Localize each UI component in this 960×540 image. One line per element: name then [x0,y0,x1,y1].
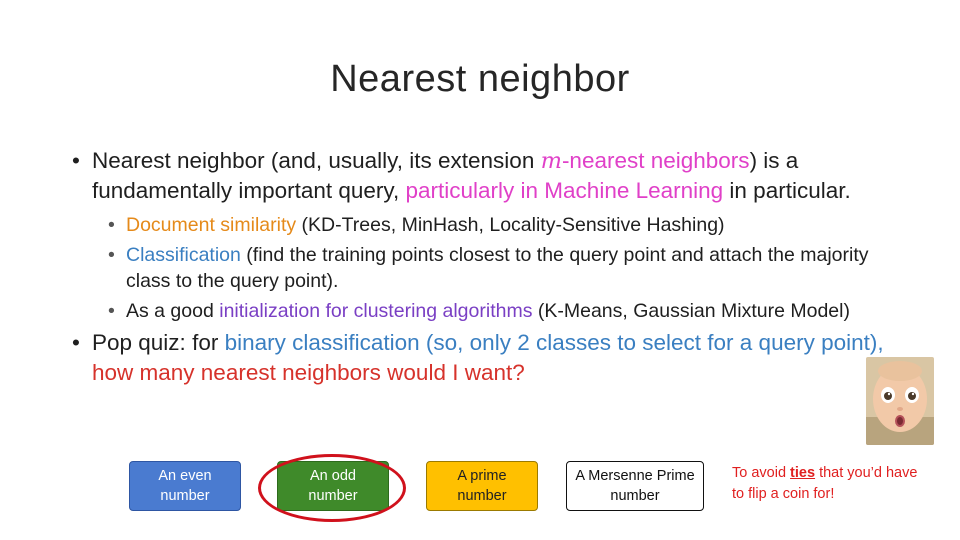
surprised-baby-image [866,357,934,445]
bullet1-ml-highlight: particularly in Machine Learning [405,178,724,203]
note-text-2: that you’d have to flip a coin for! [732,465,918,502]
sub1-highlight: Document similarity [126,214,297,236]
answer-even-number[interactable]: An even number [129,461,241,511]
slide-content: Nearest neighbor (and, usually, its exte… [72,146,892,394]
bullet2-question-highlight: how many nearest neighbors would I want? [92,360,525,385]
correct-answer-circle [258,454,406,522]
bullet1-text-1: Nearest neighbor (and, usually, its exte… [92,148,541,173]
sub-bullet-clustering: As a good initialization for clustering … [108,298,892,324]
surprised-baby-illustration [866,357,934,445]
sub-bullet-document-similarity: Document similarity (KD-Trees, MinHash, … [108,212,892,238]
answer-mersenne-prime[interactable]: A Mersenne Prime number [566,461,704,511]
sub2-highlight: Classification [126,244,241,266]
sub3-rest: (K-Means, Gaussian Mixture Model) [532,300,850,322]
bullet-nearest-neighbor: Nearest neighbor (and, usually, its exte… [72,146,892,206]
sub3-highlight: initialization for clustering algorithms [219,300,533,322]
sub2-rest: (find the training points closest to the… [126,244,869,292]
sub-bullet-classification: Classification (find the training points… [108,242,892,294]
ties-note: To avoid ties that you’d have to flip a … [732,463,932,505]
bullet1-m-variable: m [540,148,562,174]
note-ties: ties [790,465,816,481]
bullet1-text-3: in particular. [723,178,851,203]
bullet-pop-quiz: Pop quiz: for binary classification (so,… [72,328,892,388]
slide-title: Nearest neighbor [330,58,630,100]
sub1-rest: (KD-Trees, MinHash, Locality-Sensitive H… [296,214,725,236]
answer-prime-number[interactable]: A prime number [426,461,538,511]
bullet1-m-nearest: -nearest neighbors [561,148,750,173]
note-text-1: To avoid [732,465,791,481]
bullet1-text-2: ) is a fundamentally important query, [92,148,799,203]
sub3-lead: As a good [126,300,220,322]
bullet2-binary-highlight: binary classification (so, only 2 classe… [224,330,884,355]
bullet2-text-1: Pop quiz: for [92,330,225,355]
